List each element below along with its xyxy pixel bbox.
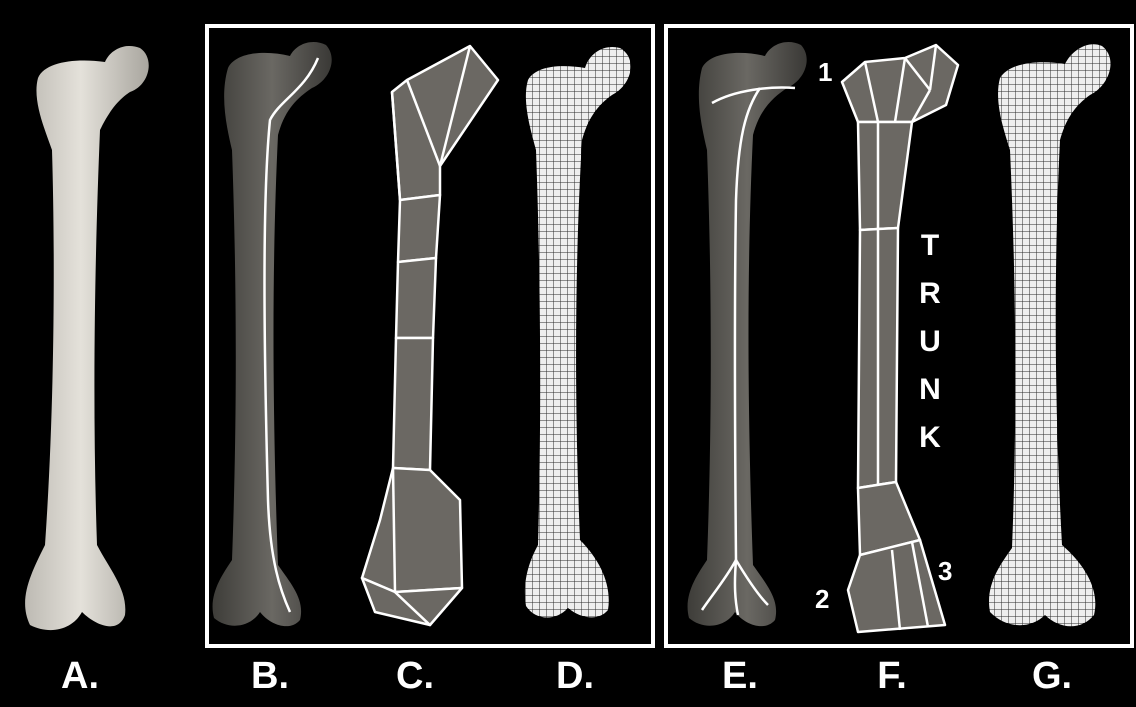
panel-label-g: G. — [1012, 655, 1092, 698]
femur-b — [213, 42, 332, 626]
trunk-letter-n: N — [912, 366, 948, 414]
trunk-letter-t: T — [912, 222, 948, 270]
trunk-letter-k: K — [912, 414, 948, 462]
mesh-femur-g — [989, 44, 1110, 626]
trunk-label: T R U N K — [912, 222, 948, 462]
trunk-letter-r: R — [912, 270, 948, 318]
region-label-3: 3 — [938, 556, 952, 587]
region-label-2: 2 — [815, 584, 829, 615]
panel-label-f: F. — [852, 655, 932, 698]
region-label-1: 1 — [818, 57, 832, 88]
femur-e — [688, 42, 807, 626]
panel-label-a: A. — [40, 655, 120, 698]
panel-label-b: B. — [230, 655, 310, 698]
trunk-letter-u: U — [912, 318, 948, 366]
block-model-c — [362, 46, 498, 625]
femur-a — [25, 46, 149, 630]
panel-label-e: E. — [700, 655, 780, 698]
panel-label-c: C. — [375, 655, 455, 698]
mesh-femur-d — [525, 47, 631, 618]
panel-label-d: D. — [535, 655, 615, 698]
